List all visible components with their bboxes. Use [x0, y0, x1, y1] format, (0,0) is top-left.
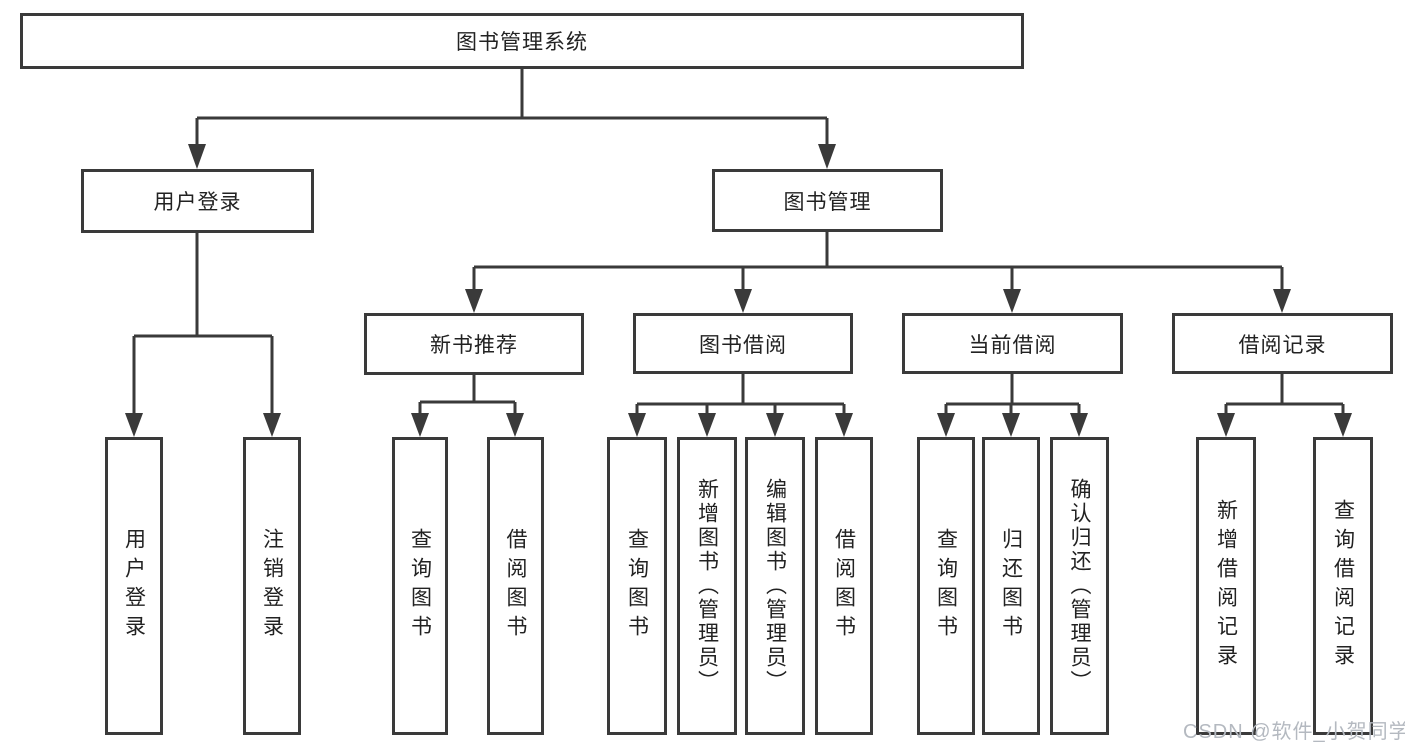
node-label: 借阅记录	[1238, 333, 1327, 357]
node-label: 查询图书	[934, 528, 958, 644]
node-library-management-system: 图书管理系统	[20, 13, 1024, 69]
leaf-add-book-admin: 新增图书（管理员）	[677, 437, 737, 735]
node-label: 借阅图书	[832, 528, 856, 644]
leaf-query-book-current: 查询图书	[917, 437, 975, 735]
leaf-confirm-return-admin: 确认归还（管理员）	[1050, 437, 1109, 735]
leaf-edit-book-admin: 编辑图书（管理员）	[745, 437, 805, 735]
node-label: 图书借阅	[699, 333, 787, 357]
node-label: 当前借阅	[968, 333, 1057, 357]
leaf-query-borrow-record: 查询借阅记录	[1313, 437, 1373, 735]
node-label: 新增图书（管理员）	[695, 478, 719, 694]
leaf-user-login: 用户登录	[105, 437, 163, 735]
node-label: 用户登录	[153, 191, 242, 214]
leaf-logout: 注销登录	[243, 437, 301, 735]
arrowheads	[125, 144, 1352, 437]
node-label: 查询图书	[408, 528, 432, 644]
watermark: CSDN @软件_小贺同学	[1183, 721, 1405, 743]
node-label: 借阅图书	[504, 528, 527, 644]
node-user-login: 用户登录	[81, 169, 314, 233]
node-label: 图书管理	[783, 190, 872, 214]
leaf-return-book: 归还图书	[982, 437, 1040, 735]
node-book-management: 图书管理	[712, 169, 943, 232]
node-new-book-recommend: 新书推荐	[364, 313, 584, 375]
node-book-borrow: 图书借阅	[633, 313, 853, 374]
node-label: 编辑图书（管理员）	[763, 478, 787, 694]
node-label: 新书推荐	[430, 334, 518, 357]
node-label: 查询图书	[625, 528, 649, 644]
node-label: 确认归还（管理员）	[1068, 478, 1091, 694]
leaf-borrow-book-recommend: 借阅图书	[487, 437, 544, 735]
leaf-query-book-recommend: 查询图书	[392, 437, 448, 735]
node-label: 图书管理系统	[456, 31, 588, 54]
leaf-add-borrow-record: 新增借阅记录	[1196, 437, 1256, 735]
node-label: 归还图书	[999, 528, 1023, 644]
leaf-query-book-borrow: 查询图书	[607, 437, 667, 735]
node-label: 注销登录	[260, 528, 284, 644]
leaf-borrow-book: 借阅图书	[815, 437, 873, 735]
node-label: 查询借阅记录	[1331, 499, 1355, 673]
node-label: 用户登录	[122, 528, 146, 644]
node-label: 新增借阅记录	[1214, 499, 1238, 673]
node-borrow-record: 借阅记录	[1172, 313, 1393, 374]
node-current-borrow: 当前借阅	[902, 313, 1123, 374]
